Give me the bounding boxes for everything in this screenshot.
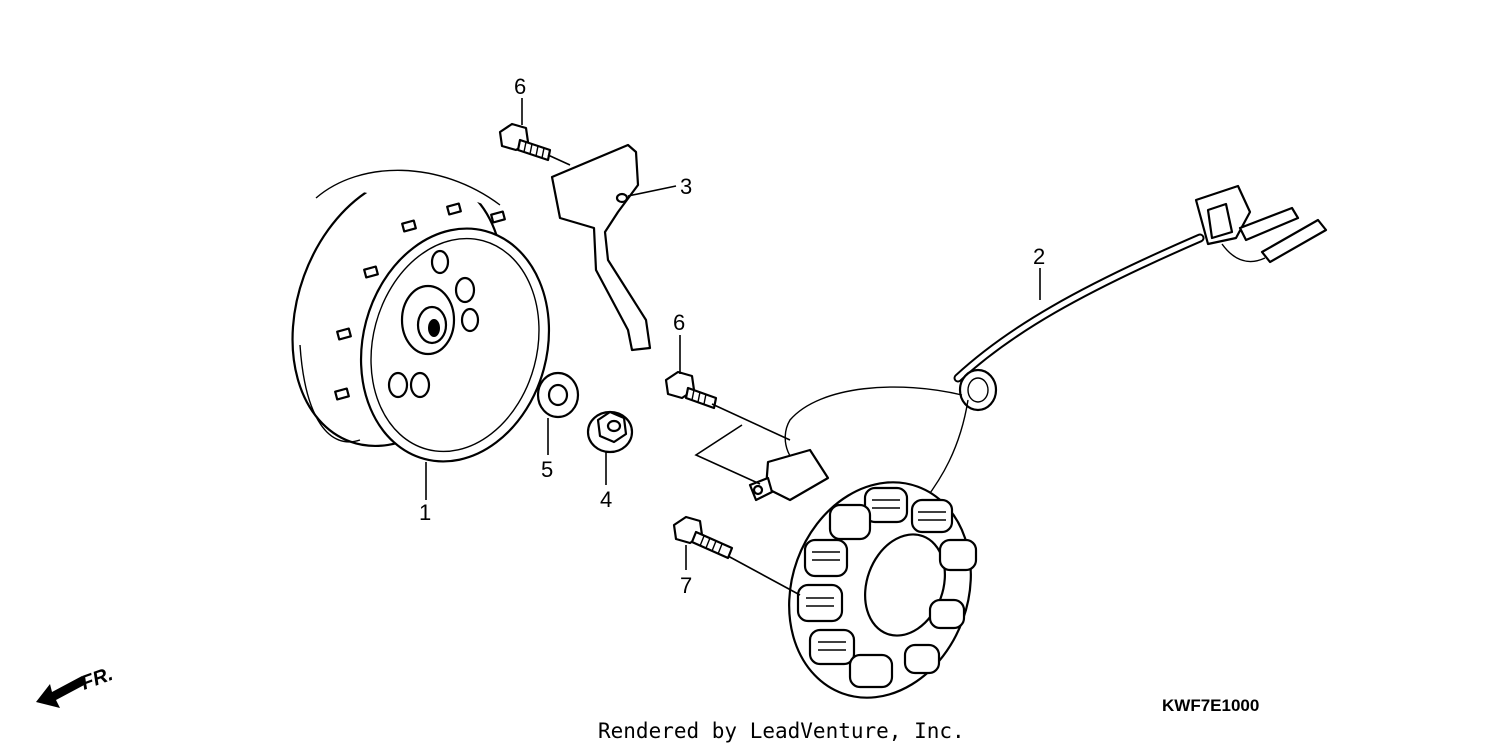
callout-7: 7 xyxy=(680,573,692,598)
callout-4: 4 xyxy=(600,487,612,512)
leader-lines xyxy=(425,98,1041,596)
callout-2: 2 xyxy=(1033,244,1045,269)
flange-nut[interactable] xyxy=(586,410,634,454)
callout-1: 1 xyxy=(419,500,431,525)
bracket[interactable] xyxy=(550,143,652,352)
bolt-lower[interactable] xyxy=(672,515,734,560)
bolt-upper[interactable] xyxy=(498,122,552,162)
front-marker-label: FR. xyxy=(78,663,116,695)
credit-line: Rendered by LeadVenture, Inc. xyxy=(598,719,965,743)
callout-6-upper: 6 xyxy=(514,74,526,99)
callout-3: 3 xyxy=(680,174,692,199)
front-direction-arrow: FR. xyxy=(36,663,116,708)
bolt-middle[interactable] xyxy=(664,370,718,410)
callout-5: 5 xyxy=(541,457,553,482)
stator-with-harness[interactable] xyxy=(748,184,1328,723)
washer[interactable] xyxy=(536,371,580,419)
diagram-code: KWF7E1000 xyxy=(1162,696,1259,715)
arrow-icon xyxy=(36,676,86,708)
callout-6-middle: 6 xyxy=(673,310,685,335)
flywheel[interactable] xyxy=(256,144,574,483)
callout-labels: 6 3 2 6 5 4 1 7 xyxy=(419,74,1045,598)
